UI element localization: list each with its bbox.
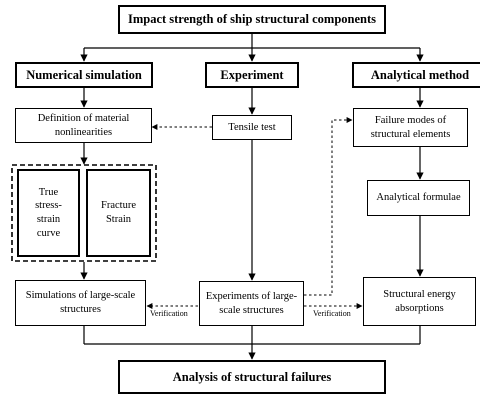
verification-label-right: Verification [313,309,351,318]
numerical-simulation-header: Numerical simulation [15,62,153,88]
simulations-node: Simulations of large-scale structures [15,280,146,326]
fracture-strain-node: Fracture Strain [86,169,151,257]
edge-experiments-failure [304,117,353,296]
experiments-node: Experiments of large-scale structures [199,281,304,326]
true-stress-strain-node: True stress-strain curve [17,169,80,257]
analysis-node: Analysis of structural failures [118,360,386,394]
failure-modes-node: Failure modes of structural elements [353,108,468,147]
definition-node: Definition of material nonlinearities [15,108,152,143]
analytical-formulae-node: Analytical formulae [367,180,470,216]
tensile-test-node: Tensile test [212,115,292,140]
title-text: Impact strength of ship structural compo… [127,12,377,27]
experiment-header: Experiment [205,62,299,88]
energy-absorptions-node: Structural energy absorptions [363,277,476,326]
title-box: Impact strength of ship structural compo… [118,5,386,34]
verification-label-left: Verification [150,309,188,318]
analytical-method-header: Analytical method [352,62,480,88]
material-input-group [11,164,157,262]
